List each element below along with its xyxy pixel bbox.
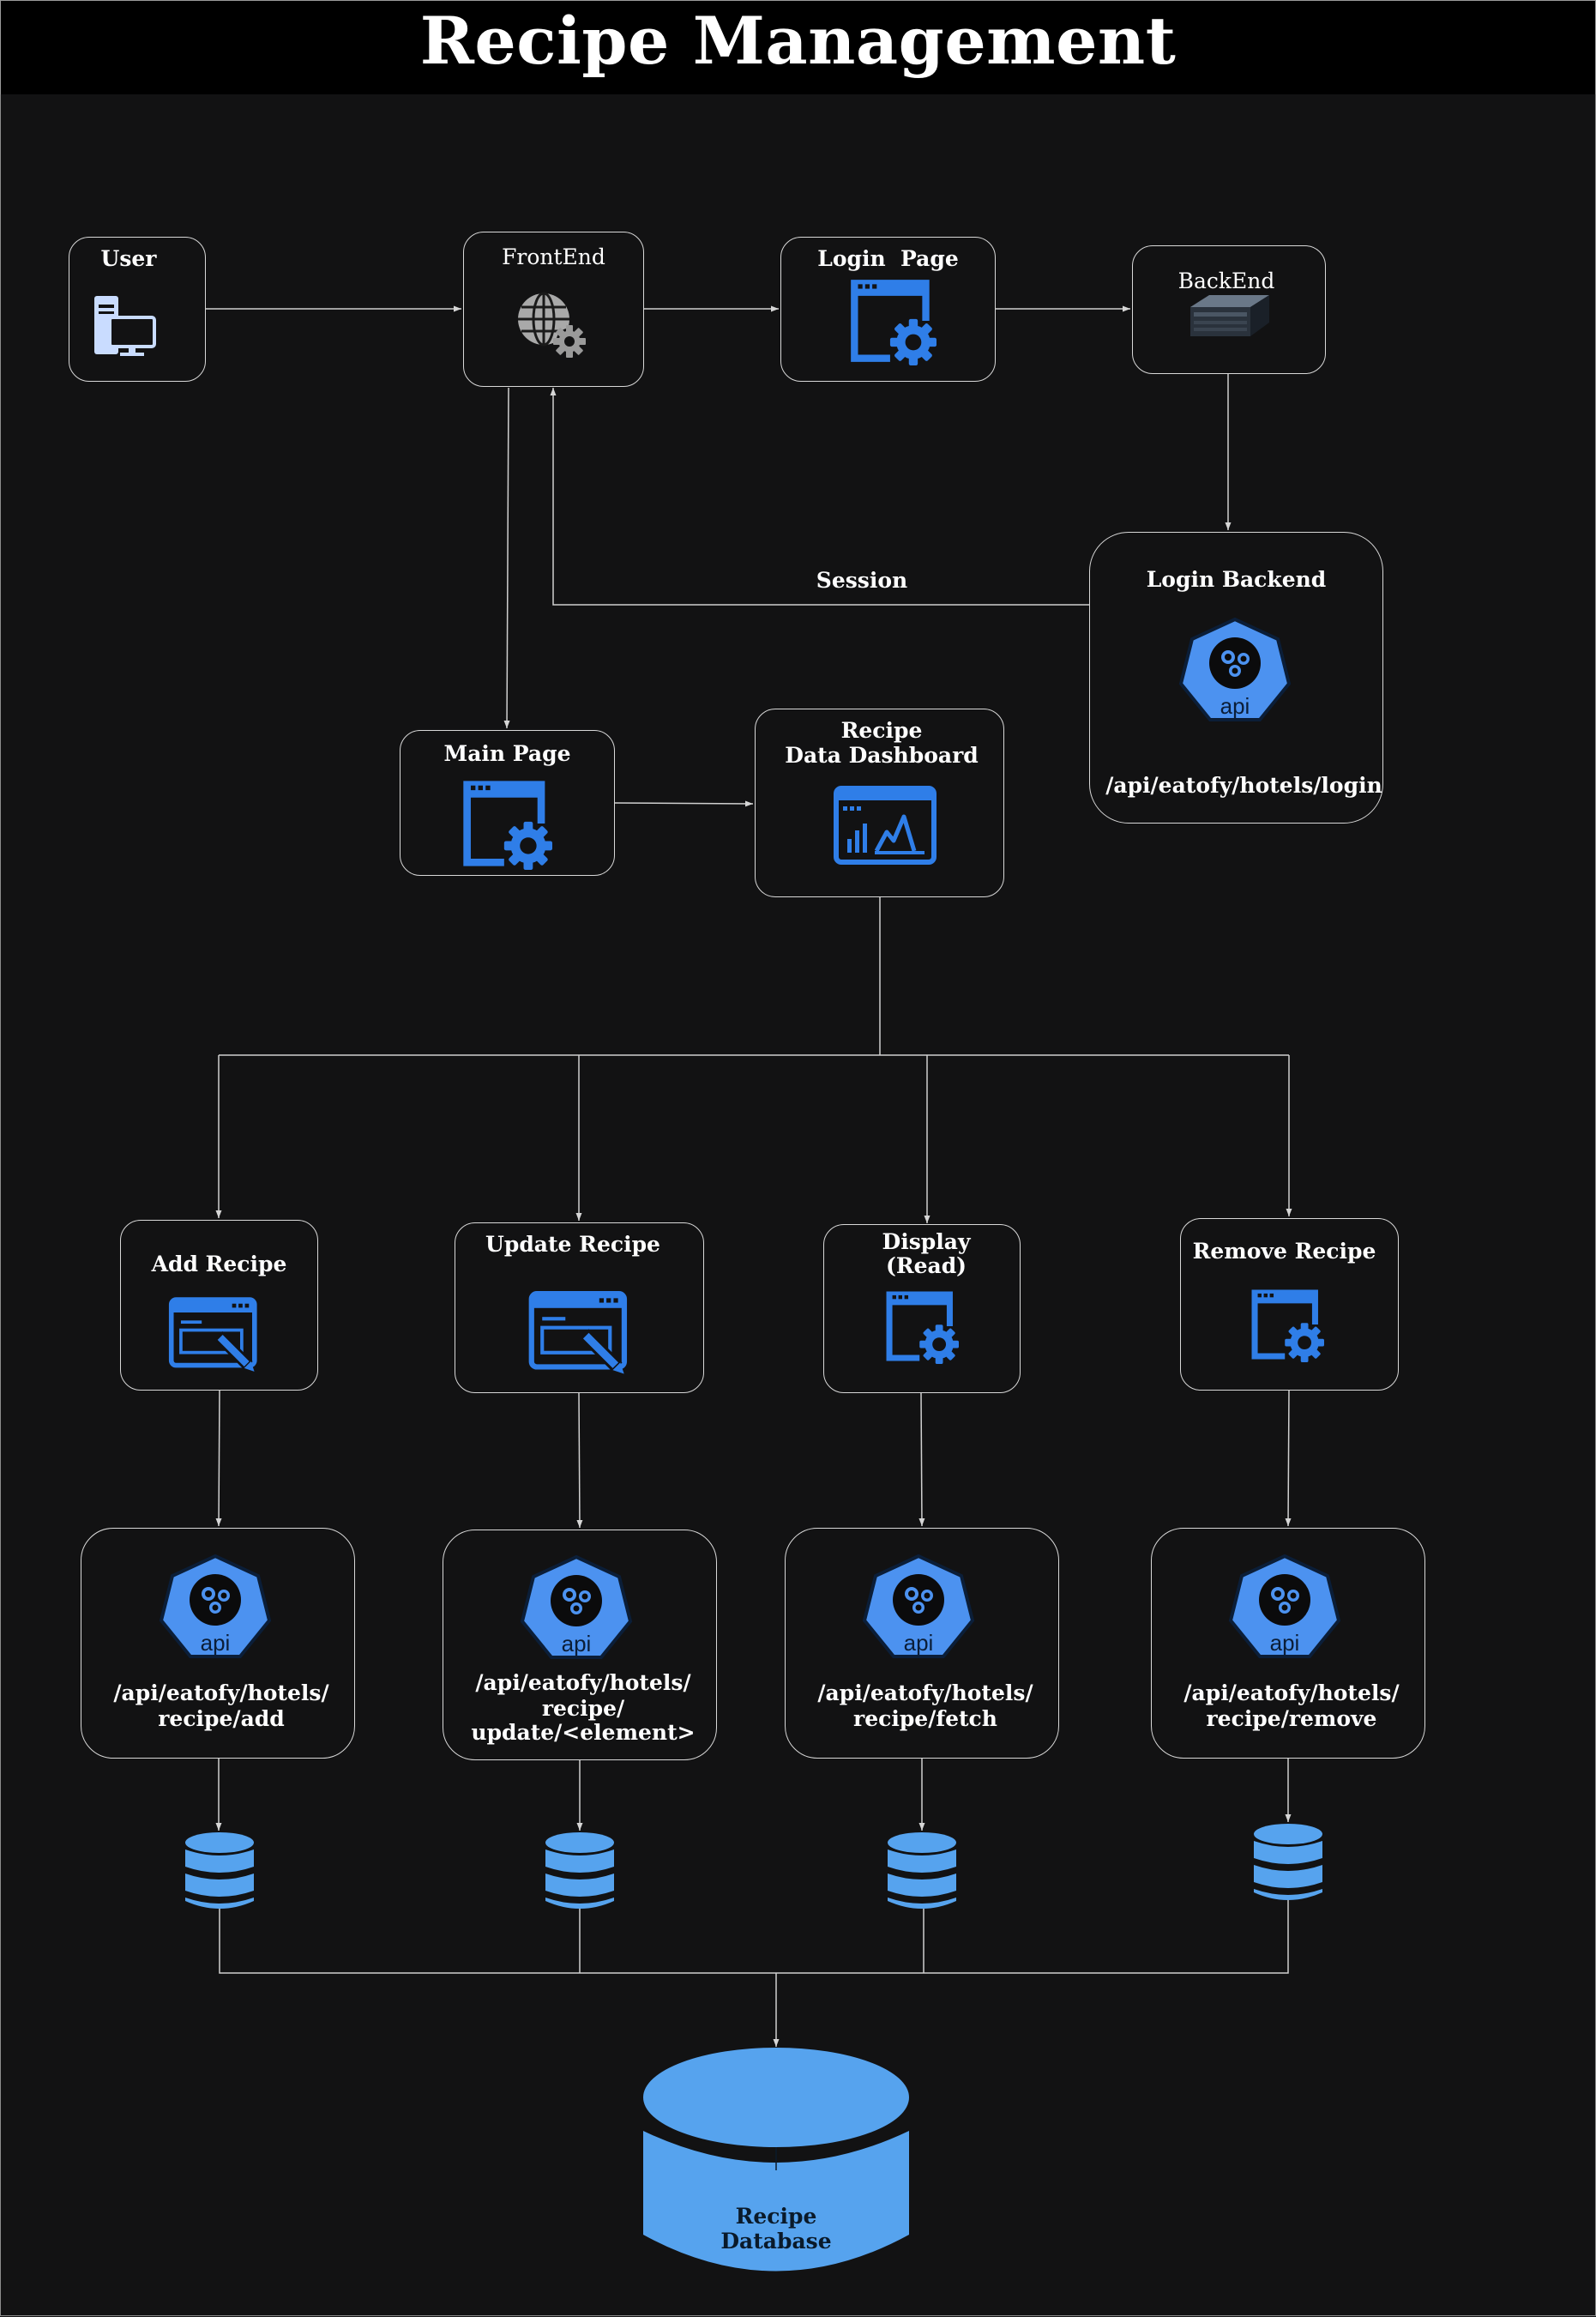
edge-db-bus: [219, 1900, 1289, 1974]
node-frontend-label: FrontEnd: [502, 244, 605, 269]
api-add-endpoint-2: recipe/add: [158, 1706, 285, 1731]
node-api-add[interactable]: [81, 1528, 355, 1759]
node-update-recipe[interactable]: [455, 1222, 704, 1393]
edge-mainpage-dashboard: [613, 800, 754, 807]
node-login-backend-endpoint: /api/eatofy/hotels/login: [1105, 773, 1382, 798]
node-api-remove[interactable]: [1151, 1528, 1425, 1759]
edge-session-label: Session: [816, 568, 908, 593]
edge-frontend-mainpage: [503, 387, 510, 729]
api-update-endpoint-1: /api/eatofy/hotels/: [475, 1670, 691, 1695]
globe-gear-icon: [518, 292, 586, 358]
node-dashboard[interactable]: [755, 709, 1004, 897]
node-backend-label: BackEnd: [1177, 269, 1275, 293]
database-stack-icon: [185, 1832, 254, 1909]
api-icon-text: api: [201, 1630, 231, 1656]
node-update-recipe-label: Update Recipe: [485, 1232, 660, 1257]
api-fetch-endpoint-1: /api/eatofy/hotels/: [817, 1680, 1033, 1705]
node-main-page[interactable]: [400, 730, 615, 876]
node-login-backend-label: Login Backend: [1146, 567, 1327, 592]
node-api-update[interactable]: [443, 1530, 717, 1760]
node-add-recipe-label: Add Recipe: [151, 1252, 287, 1276]
node-user-label: User: [100, 246, 157, 271]
api-icon-text: api: [562, 1631, 592, 1656]
recipe-database-icon: [643, 2048, 909, 2272]
node-display-recipe-label-1: Display: [882, 1229, 971, 1254]
edge-update-api: [576, 1392, 583, 1529]
api-update-endpoint-2: recipe/: [541, 1696, 625, 1721]
node-main-page-label: Main Page: [443, 741, 571, 766]
api-remove-endpoint-2: recipe/remove: [1206, 1706, 1377, 1731]
node-backend[interactable]: [1132, 245, 1326, 374]
node-frontend[interactable]: [463, 232, 644, 387]
edge-add-api: [215, 1390, 222, 1527]
database-label-1: Recipe: [735, 2204, 817, 2229]
node-display-recipe-label-2: (Read): [885, 1253, 967, 1278]
node-remove-recipe[interactable]: [1180, 1218, 1399, 1391]
diagram-canvas: [0, 94, 1596, 2316]
node-user[interactable]: [69, 237, 206, 382]
api-add-endpoint-1: /api/eatofy/hotels/: [113, 1680, 329, 1705]
database-stack-icon: [1254, 1824, 1322, 1900]
api-icon-text: api: [1220, 693, 1250, 719]
node-add-recipe[interactable]: [120, 1220, 318, 1391]
api-icon-text: api: [904, 1630, 934, 1656]
node-display-recipe[interactable]: [823, 1224, 1021, 1393]
database-stack-icon: [545, 1832, 614, 1909]
api-update-endpoint-3: update/<element>: [471, 1720, 696, 1745]
node-login-page[interactable]: [780, 237, 996, 382]
node-remove-recipe-label: Remove Recipe: [1192, 1239, 1376, 1264]
user-computer-icon: [94, 296, 156, 356]
database-stack-icon: [888, 1832, 956, 1909]
edge-remove-api: [1285, 1390, 1292, 1527]
edge-session: [550, 388, 1089, 606]
server-icon: [1190, 295, 1269, 336]
dashboard-chart-icon: [834, 786, 937, 865]
node-dashboard-label-1: Recipe: [840, 718, 923, 743]
node-dashboard-label-2: Data Dashboard: [785, 743, 979, 768]
database-label-2: Database: [720, 2229, 832, 2254]
page-title: Recipe Management: [419, 3, 1177, 79]
node-login-page-label: Login Page: [817, 246, 959, 271]
title-bar: Recipe Management: [0, 0, 1596, 95]
api-icon-text: api: [1270, 1630, 1300, 1656]
api-fetch-endpoint-2: recipe/fetch: [853, 1706, 997, 1731]
node-login-backend[interactable]: [1089, 532, 1383, 824]
edge-display-api: [918, 1392, 925, 1527]
api-remove-endpoint-1: /api/eatofy/hotels/: [1183, 1680, 1400, 1705]
node-api-fetch[interactable]: [785, 1528, 1059, 1759]
